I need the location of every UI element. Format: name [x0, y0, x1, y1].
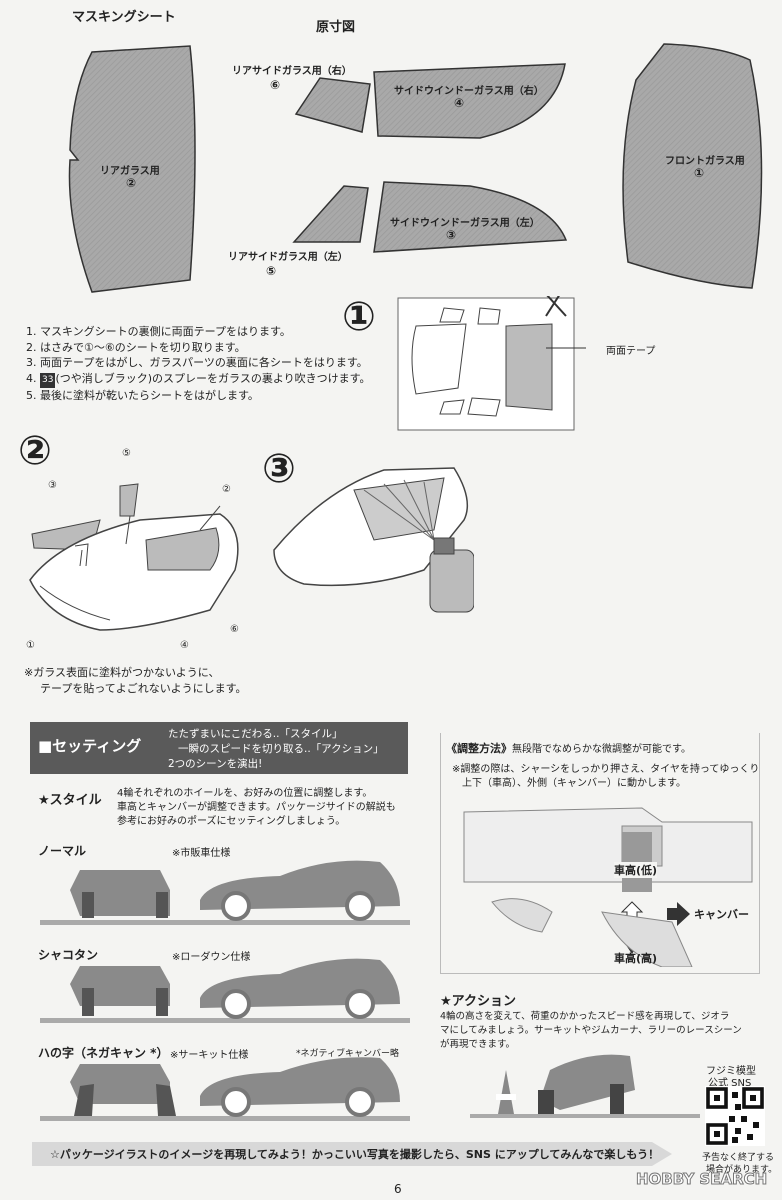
action-description: 4輪の高さを変えて、荷重のかかったスピード感を再現して、ジオラ マにしてみましょ…	[440, 1010, 742, 1052]
step-3: 3. 両面テープをはがし、ガラスパーツの裏面に各シートをはります。	[26, 356, 368, 369]
note-line-2: テープを貼ってよごれないようにします。	[40, 682, 247, 695]
figure-3-illustration	[273, 467, 474, 613]
setting-subtitle: たたずまいにこだわる..「スタイル」 一瞬のスピードを切り取る..「アクション」…	[168, 727, 384, 772]
hachi-car-illustration	[40, 1057, 410, 1121]
figure-3-number: ③	[262, 446, 296, 492]
setting-header-bar	[30, 722, 408, 774]
action-desc-1: 4輪の高さを変えて、荷重のかかったスピード感を再現して、ジオラ	[440, 1011, 730, 1022]
sns-brand-2: 公式 SNS	[708, 1078, 752, 1089]
side-window-left-num: ③	[446, 228, 457, 242]
adjust-heading: 《調整方法》無段階でなめらかな微調整が可能です。	[446, 740, 691, 756]
setting-title: ■セッティング	[38, 737, 142, 755]
side-window-left-sheet	[373, 181, 568, 253]
pose-normal: ノーマル	[38, 844, 87, 858]
setting-sub-3: 2つのシーンを演出!	[168, 758, 263, 770]
step-4: 4. 33(つや消しブラック)のスプレーをガラスの裏より吹きつけます。	[26, 371, 371, 388]
front-glass-num: ①	[694, 166, 705, 180]
normal-car-illustration	[40, 860, 410, 925]
pose-hachi-note: ※サーキット仕様	[170, 1050, 249, 1061]
pose-normal-note: ※市販車仕様	[172, 848, 231, 859]
fig2-label-3: ③	[48, 480, 57, 491]
qr-code-icon[interactable]	[705, 1086, 765, 1146]
fig2-label-4: ④	[180, 640, 189, 651]
adjust-note-2: 上下（車高）、外側（キャンバー）に動かします。	[462, 778, 686, 789]
scale-note: 原寸図	[316, 20, 356, 35]
step-4-num: 4.	[26, 371, 37, 385]
front-glass-sheet	[622, 43, 763, 289]
notice-line-1: 予告なく終了する	[702, 1153, 775, 1163]
figure-1-illustration	[397, 296, 586, 431]
action-desc-2: マにしてみましょう。サーキットやジムカーナ、ラリーのレースシーン	[440, 1025, 742, 1036]
camber-label: キャンバー	[694, 908, 749, 921]
style-desc-1: 4輪それぞれのホイールを、お好みの位置に調整します。	[117, 788, 373, 799]
adjustment-illustration	[463, 807, 753, 967]
rear-side-left-num: ⑤	[266, 264, 277, 278]
note-line-1: ※ガラス表面に塗料がつかないように、	[24, 666, 220, 679]
negative-camber-note: *ネガティブキャンバー略	[296, 1049, 399, 1059]
style-desc-2: 車高とキャンバーが調整できます。パッケージサイドの解説も	[117, 802, 396, 813]
rear-side-right-label: リアサイドガラス用（右）	[232, 66, 352, 77]
side-window-right-sheet	[373, 63, 566, 139]
style-description: 4輪それぞれのホイールを、お好みの位置に調整します。 車高とキャンバーが調整でき…	[117, 787, 396, 829]
side-window-right-label: サイドウインドーガラス用（右）	[394, 86, 544, 97]
fig2-label-6: ⑥	[230, 624, 239, 635]
rear-side-right-num: ⑥	[270, 78, 281, 92]
action-car-illustration	[470, 1054, 700, 1118]
style-heading: ★スタイル	[38, 793, 102, 808]
fig2-label-2: ②	[222, 484, 231, 495]
adjust-note-1: ※調整の際は、シャーシをしっかり押さえ、タイヤを持ってゆっくり	[452, 764, 760, 775]
page-number: 6	[394, 1182, 402, 1196]
rear-side-right-sheet	[294, 77, 371, 133]
rear-glass-sheet	[68, 45, 196, 293]
sheet-title: マスキングシート	[72, 10, 176, 25]
masking-sheets	[68, 43, 763, 293]
rear-glass-label: リアガラス用	[100, 166, 160, 177]
step-5: 5. 最後に塗料が乾いたらシートをはがします。	[26, 389, 259, 402]
side-window-right-num: ④	[454, 96, 465, 110]
front-glass-label: フロントガラス用	[665, 156, 745, 167]
sns-banner-text: ☆パッケージイラストのイメージを再現してみよう！かっこいい写真を撮影したら、SN…	[50, 1148, 660, 1161]
figure-2-illustration	[29, 483, 239, 631]
step-2: 2. はさみで①～⑥のシートを切り取ります。	[26, 340, 246, 354]
fig2-label-5: ⑤	[122, 448, 131, 459]
adjust-heading-sub: 無段階でなめらかな微調整が可能です。	[512, 744, 691, 755]
action-heading: ★アクション	[440, 994, 517, 1009]
sns-banner-arrow	[32, 1142, 672, 1166]
notice-line-2: 場合があります。	[706, 1165, 778, 1175]
double-sided-tape-label: 両面テープ	[606, 346, 656, 357]
setting-sub-1: たたずまいにこだわる..「スタイル」	[168, 728, 343, 740]
pose-shakotan-note: ※ローダウン仕様	[172, 952, 251, 963]
action-desc-3: が再現できます。	[440, 1039, 516, 1050]
car-height-high: 車高(高)	[614, 952, 658, 965]
rear-side-left-label: リアサイドガラス用（左）	[228, 252, 348, 263]
pose-shakotan: シャコタン	[38, 948, 99, 962]
fig2-label-1: ①	[26, 640, 35, 651]
step-1: 1. マスキングシートの裏側に両面テープをはります。	[26, 325, 291, 338]
instruction-steps: 1. マスキングシートの裏側に両面テープをはります。 2. はさみで①～⑥のシー…	[26, 324, 371, 404]
sns-brand-1: フジミ模型	[706, 1066, 756, 1077]
figure-2-number: ②	[18, 428, 52, 474]
figure-1-number: ①	[342, 294, 376, 340]
paint-badge: 33	[40, 372, 56, 388]
adjustment-box	[440, 733, 760, 974]
car-height-low: 車高(低)	[614, 862, 658, 878]
shakotan-car-illustration	[40, 958, 410, 1023]
step-4-text: (つや消しブラック)のスプレーをガラスの裏より吹きつけます。	[55, 371, 371, 385]
setting-sub-2: 一瞬のスピードを切り取る..「アクション」	[178, 743, 384, 755]
rear-side-left-sheet	[292, 185, 369, 243]
rear-glass-num: ②	[126, 176, 137, 190]
watermark: HOBBY SEARCH	[635, 1170, 768, 1189]
style-desc-3: 参考にお好みのポーズにセッティングしましょう。	[117, 816, 346, 827]
side-window-left-label: サイドウインドーガラス用（左）	[390, 218, 540, 229]
adjust-heading-title: 《調整方法》	[446, 742, 512, 755]
pose-hachi: ハの字（ネガキャン *）	[38, 1046, 169, 1060]
